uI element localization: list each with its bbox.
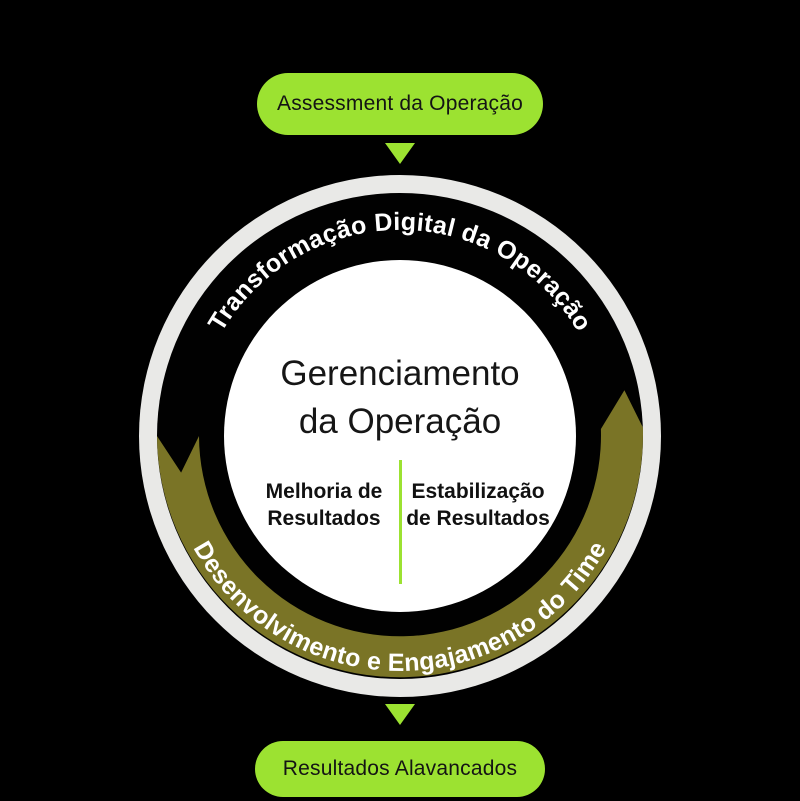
assessment-pill-label: Assessment da Operação [276,92,524,115]
right-result-item: Estabilização de Resultados [368,478,588,532]
center-circle [224,260,576,612]
center-title-line2: da Operação [298,402,502,441]
center-title-line1: Gerenciamento [280,354,520,393]
assessment-pill: Assessment da Operação [257,73,543,135]
right-result-line1: Estabilização [411,480,545,503]
right-result-line2: de Resultados [406,507,550,530]
results-pill-label: Resultados Alavancados [282,757,518,780]
center-title: Gerenciamento da Operação [0,350,800,446]
team-arrow-band [157,390,643,678]
arrow-down-icon [385,143,415,164]
arrow-down-icon [385,704,415,725]
left-result-line2: Resultados [267,507,381,530]
results-pill: Resultados Alavancados [255,741,545,797]
left-result-line1: Melhoria de [265,480,383,503]
left-result-item: Melhoria de Resultados [214,478,434,532]
